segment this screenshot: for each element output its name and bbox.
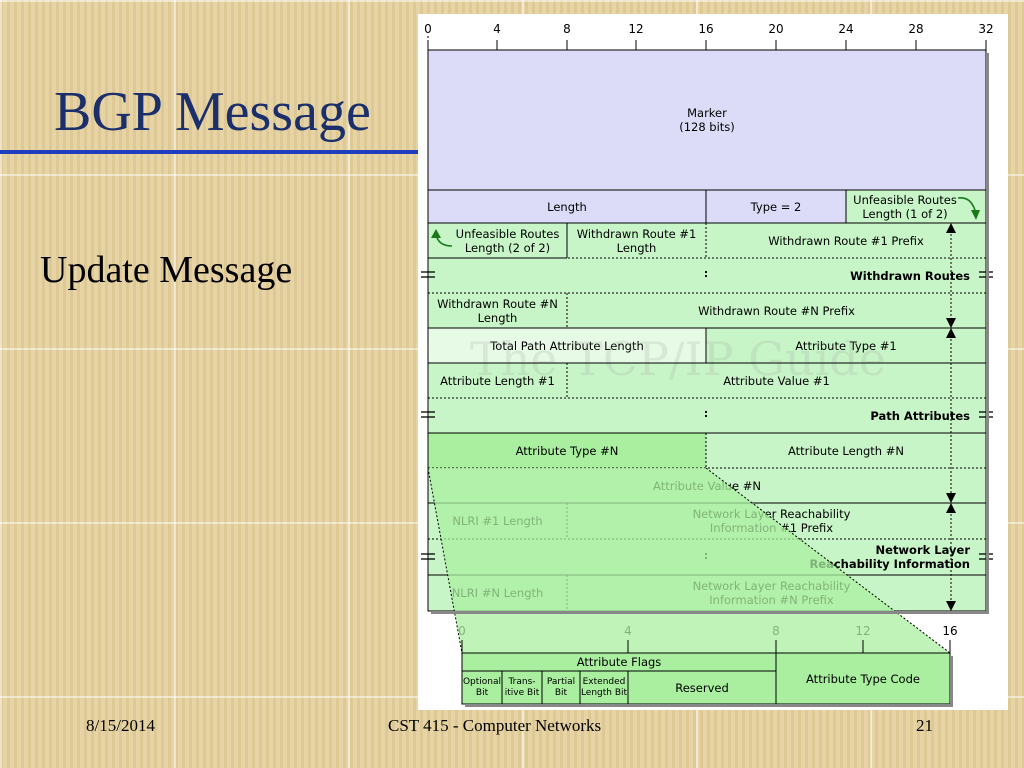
ruler-tick-24: 24 [838,22,854,36]
ruler-tick-20: 20 [768,22,784,36]
nlri-n-length-field: NLRI #N Length [428,575,567,611]
ruler-tick-28: 28 [908,22,924,36]
slide-title: BGP Message [54,81,371,143]
marker-field: Marker (128 bits) [428,50,986,190]
nlri-1-length-field: NLRI #1 Length [428,503,567,539]
type-field: Type = 2 [706,190,846,223]
footer-date: 8/15/2014 [86,716,155,735]
attribute-length-n-field: Attribute Length #N [706,433,986,468]
detail-ruler-tick-16: 16 [942,624,958,638]
detail-ruler-tick-12: 12 [855,624,871,638]
withdrawn-route-n-length-field: Withdrawn Route #N Length [428,293,567,328]
ruler-tick-12: 12 [628,22,644,36]
partial-bit-field: Partial Bit [542,671,580,704]
extended-length-bit-field: Extended Length Bit [580,671,628,704]
detail-ruler-tick-0: 0 [458,624,466,638]
ruler-tick-4: 4 [493,22,501,36]
transitive-bit-field: Trans- itive Bit [502,671,542,704]
withdrawn-route-1-prefix-field: Withdrawn Route #1 Prefix [706,223,986,258]
slide-subtitle: Update Message [40,249,293,291]
attribute-type-n-field: Attribute Type #N [428,433,706,468]
nlri-1-prefix-field: Network Layer Reachability Information #… [567,503,986,539]
withdrawn-routes-label: Withdrawn Routes [428,258,986,293]
reserved-field: Reserved [628,671,776,704]
detail-ruler-tick-4: 4 [624,624,632,638]
ruler-tick-32: 32 [978,22,994,36]
optional-bit-field: Optional Bit [462,671,502,704]
nlri-label: Network Layer Reachability Information [428,539,986,575]
withdrawn-route-n-prefix-field: Withdrawn Route #N Prefix [567,293,986,328]
footer-course: CST 415 - Computer Networks [388,716,602,735]
nlri-n-prefix-field: Network Layer Reachability Information #… [567,575,986,611]
path-attributes-label: Path Attributes [428,398,986,433]
detail-ruler-tick-8: 8 [772,624,780,638]
footer-page-number: 21 [916,716,933,735]
unfeasible-length-1-field: Unfeasible Routes Length (1 of 2) [846,190,986,223]
title-underline [0,150,420,154]
attribute-type-code-field: Attribute Type Code [776,653,950,704]
ruler-tick-8: 8 [563,22,571,36]
attribute-flags-field: Attribute Flags [462,653,776,671]
attribute-value-n-field: Attribute Value #N [428,468,986,503]
ruler-tick-0: 0 [424,22,432,36]
withdrawn-route-1-length-field: Withdrawn Route #1 Length [567,223,706,258]
ruler-tick-16: 16 [698,22,714,36]
length-field: Length [428,190,706,223]
unfeasible-length-2-field: Unfeasible Routes Length (2 of 2) [428,223,567,258]
watermark: The TCP/IP Guide [470,332,886,386]
